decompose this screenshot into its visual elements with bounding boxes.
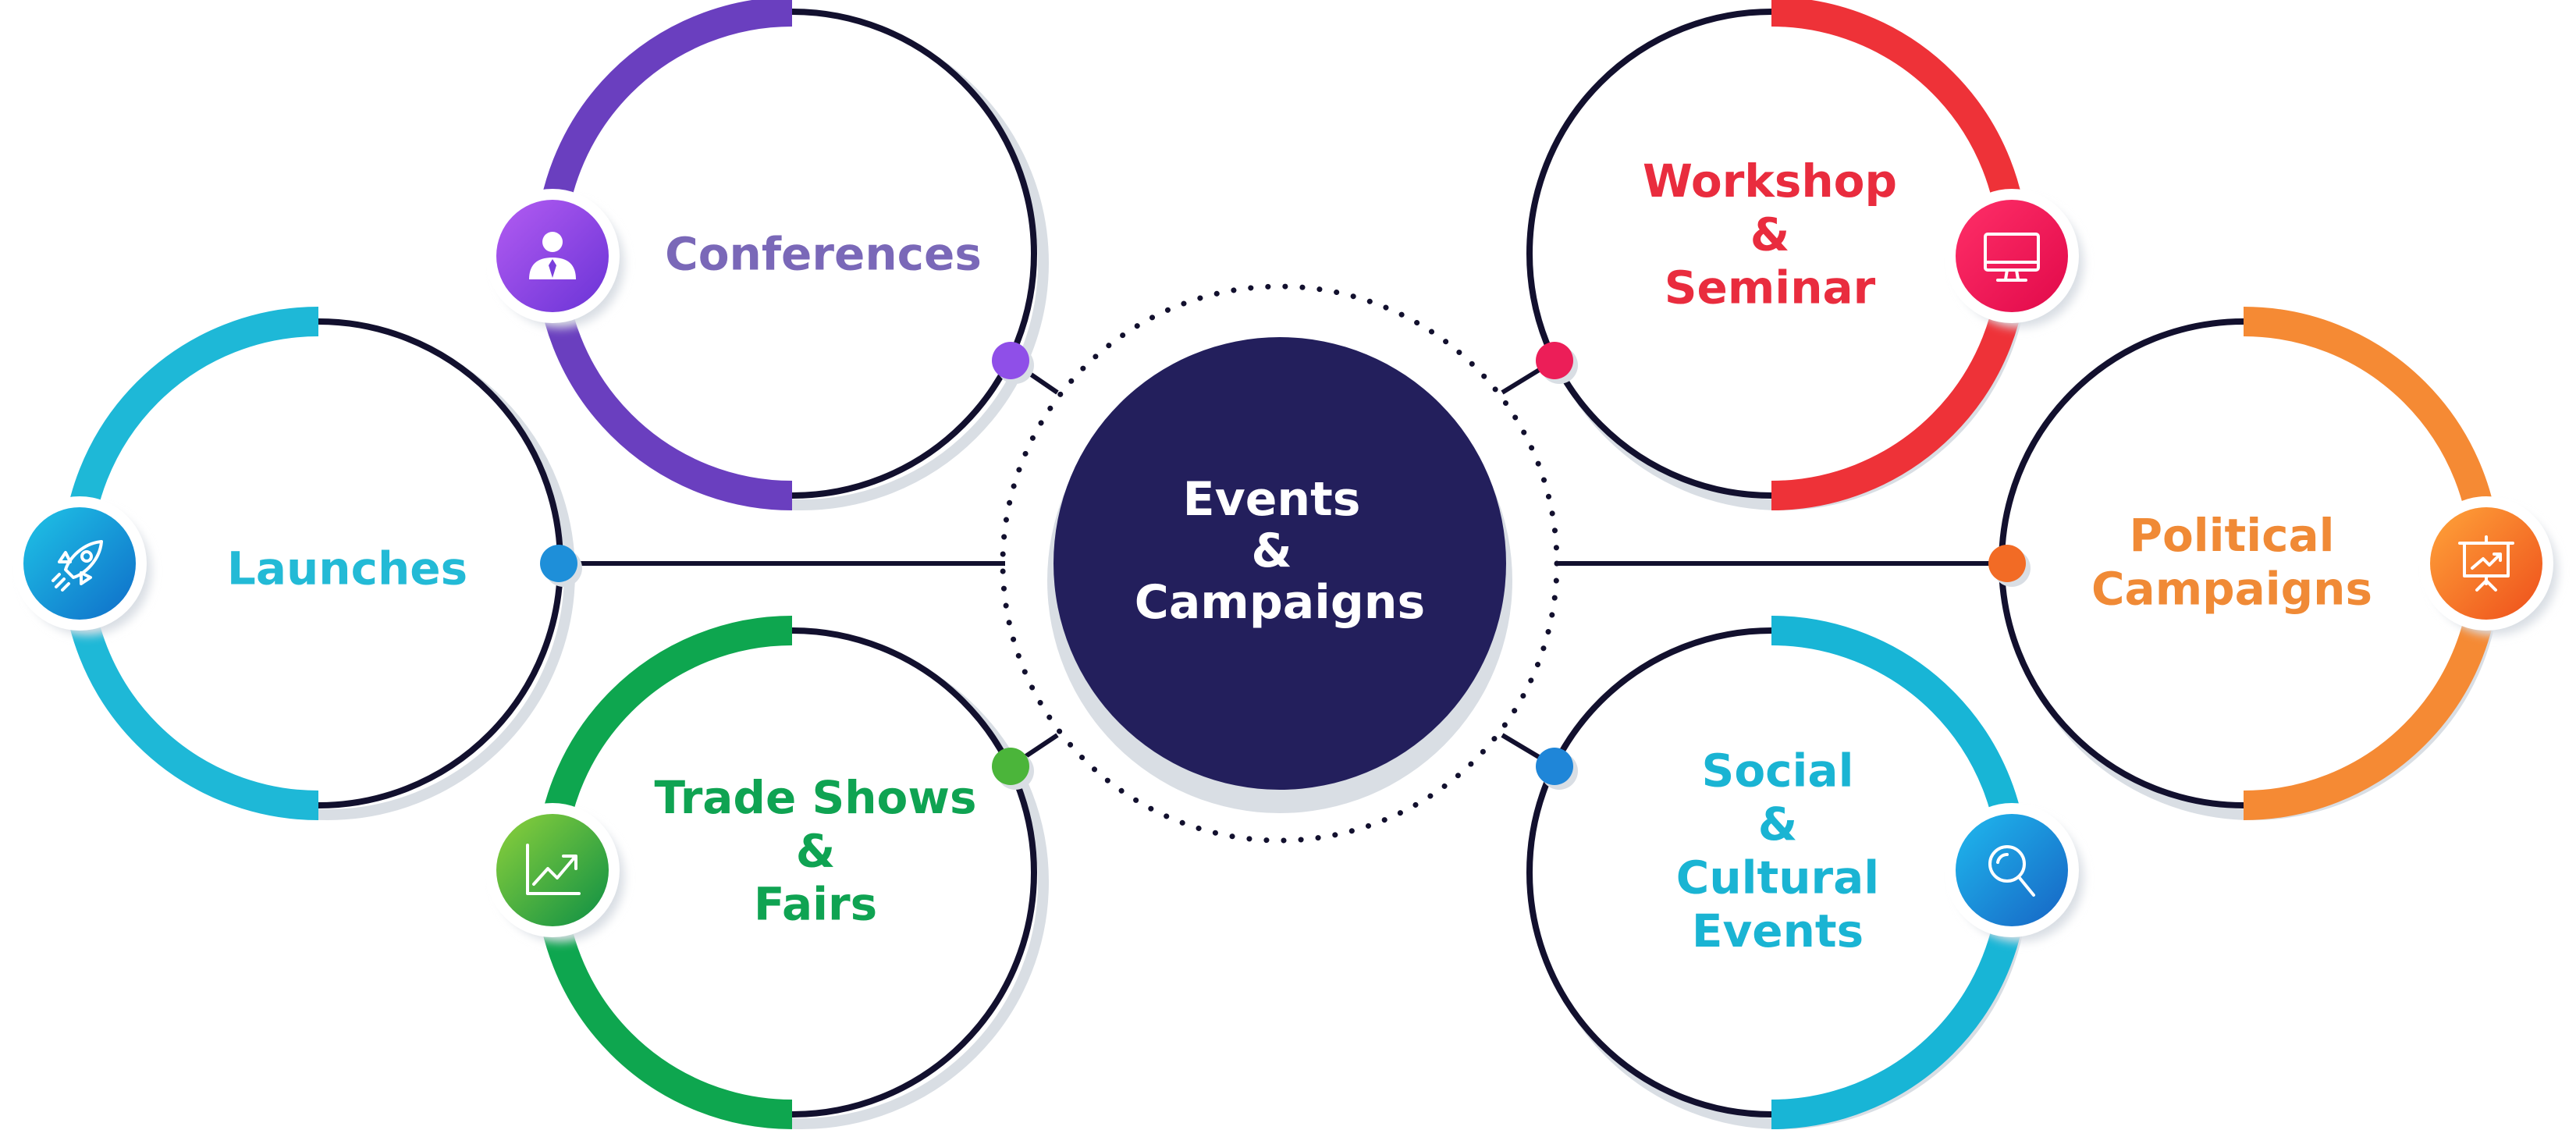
hub: Events & Campaigns (1000, 283, 1560, 844)
node-conferences: Conferences (485, 0, 1049, 510)
hub-circle (1053, 337, 1506, 790)
node-label-workshop: Workshop&Seminar (1643, 155, 1897, 314)
node-label-social-line-1: Social (1702, 744, 1854, 798)
node-label-trade-shows-line-2: & (796, 824, 836, 877)
icon-badge-workshop (1956, 200, 2068, 312)
connector-dot-political (1988, 545, 2026, 582)
connector-dot-launches (540, 545, 577, 582)
node-label-conferences-line-1: Conferences (665, 227, 982, 280)
node-label-social-line-4: Events (1692, 904, 1864, 958)
icon-badge-trade-shows (496, 814, 609, 926)
hub-label: Events & Campaigns (1135, 472, 1425, 630)
monitor-icon (1984, 233, 2040, 282)
ring-fill-trade-shows (550, 631, 1034, 1114)
presentation-icon (2458, 535, 2514, 592)
node-label-workshop-line-1: Workshop (1643, 155, 1897, 208)
user-tie-icon (529, 232, 576, 279)
ring-fill-social (1530, 631, 2013, 1114)
hub-label-line-3: Campaigns (1135, 575, 1425, 630)
node-trade-shows: Trade Shows&Fairs (485, 616, 1049, 1129)
node-label-conferences: Conferences (665, 227, 982, 280)
connector-dot-social (1536, 748, 1573, 785)
node-label-workshop-line-3: Seminar (1665, 261, 1876, 314)
icon-badge-conferences (496, 200, 609, 312)
hub-label-line-2: & (1251, 524, 1292, 578)
node-label-social-line-3: Cultural (1676, 851, 1879, 904)
node-label-launches: Launches (227, 542, 467, 595)
ring-fill-launches (76, 322, 560, 805)
node-label-trade-shows-line-3: Fairs (754, 878, 877, 931)
ring-fill-political (2002, 322, 2485, 805)
icon-badge-launches (23, 507, 136, 620)
hub-label-line-1: Events (1183, 472, 1361, 527)
node-label-social-line-2: & (1758, 798, 1798, 851)
node-label-political-line-2: Campaigns (2091, 563, 2372, 616)
chart-up-icon (526, 844, 581, 895)
connector-dot-trade-shows (992, 748, 1029, 785)
node-label-trade-shows: Trade Shows&Fairs (655, 771, 977, 931)
node-label-workshop-line-2: & (1750, 208, 1790, 261)
connector-dot-conferences (992, 342, 1029, 379)
hub-dotted-ring (1000, 283, 1560, 844)
connector-dot-workshop (1536, 342, 1573, 379)
node-label-political-line-1: Political (2129, 509, 2334, 562)
node-workshop: Workshop&Seminar (1526, 0, 2084, 510)
rocket-icon (52, 540, 103, 592)
ring-fill-conferences (550, 12, 1034, 496)
node-label-launches-line-1: Launches (227, 542, 467, 595)
ring-fill-workshop (1530, 12, 2013, 496)
magnifier-icon (1988, 845, 2035, 897)
node-launches: Launches (12, 307, 582, 820)
node-label-trade-shows-line-1: Trade Shows (655, 771, 977, 824)
icon-badge-social (1956, 814, 2068, 926)
